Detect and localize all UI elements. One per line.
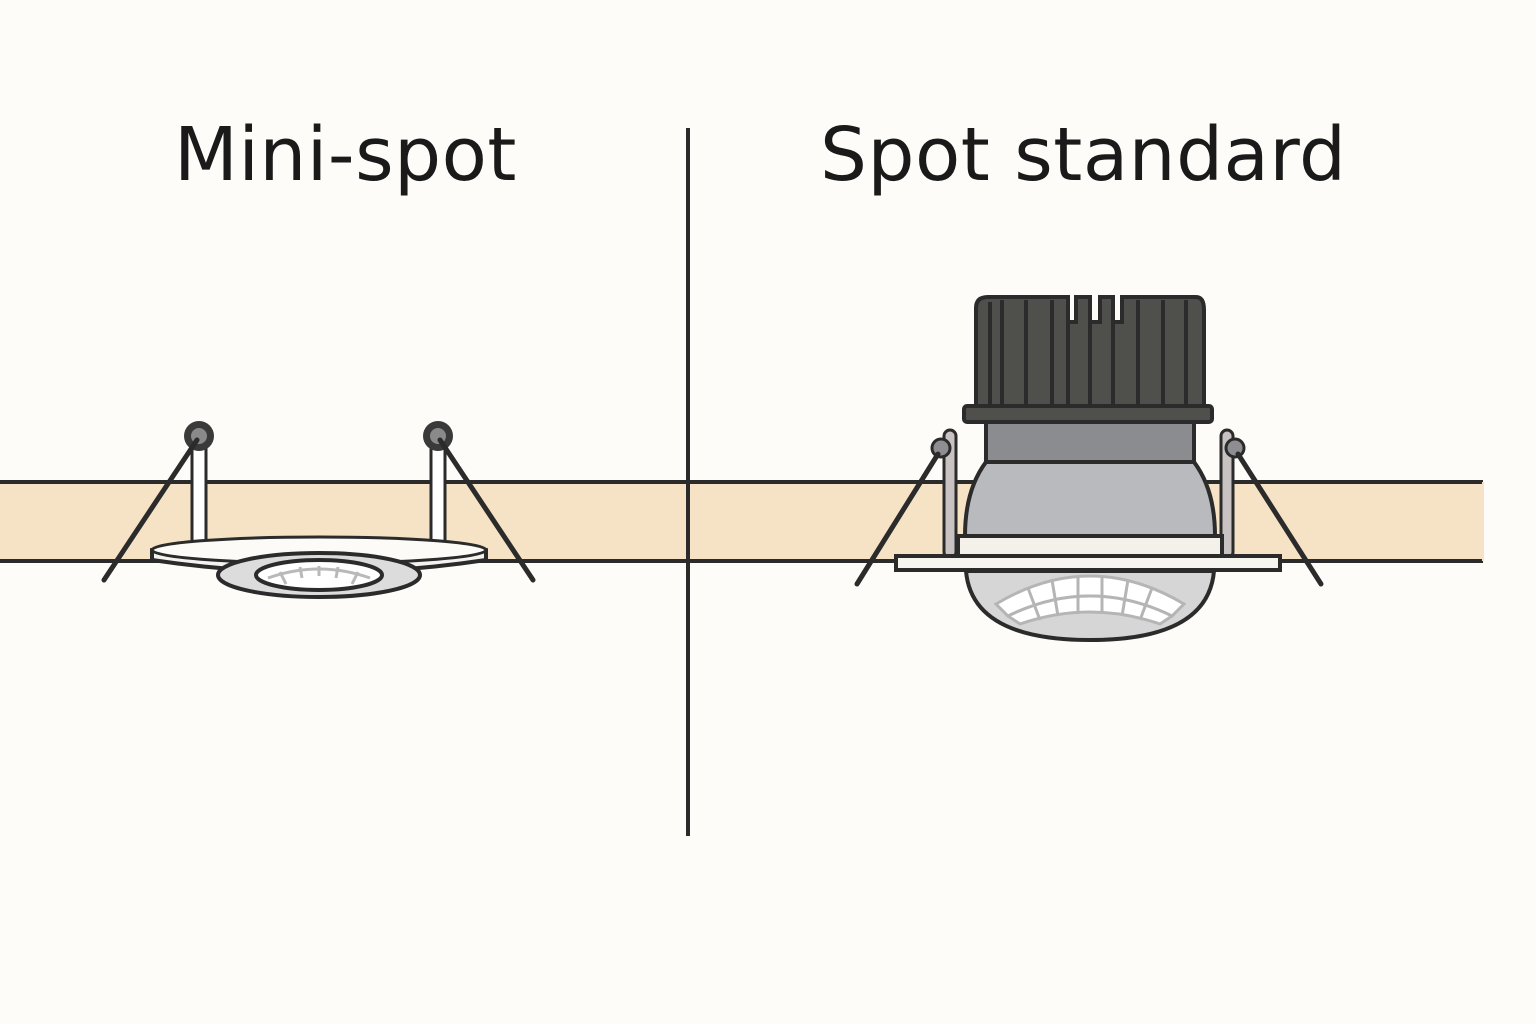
standard-right-spring-arm: [1235, 451, 1324, 587]
mini-right-spring-clip: [423, 421, 536, 583]
inner-trim: [956, 534, 1224, 558]
heatsink: [962, 295, 1214, 424]
mini-right-spring-arm: [437, 437, 536, 583]
standard-left-spring-arm: [854, 451, 941, 587]
standard-right-spring-clip: [1219, 428, 1324, 587]
heatsink-base: [962, 404, 1214, 424]
mini-left-clip-post: [190, 436, 208, 550]
mini-left-spring-clip: [101, 421, 214, 583]
mini-spot-fixture: [101, 421, 536, 599]
heatsink-fins: [988, 300, 1188, 408]
standard-spot-fixture: [854, 295, 1324, 643]
mini-spot-title: Mini-spot: [174, 112, 517, 198]
mini-left-spring-arm: [101, 437, 200, 583]
standard-spot-title: Spot standard: [820, 112, 1347, 198]
outer-trim-flange: [894, 554, 1282, 572]
mini-lens-grid: [267, 566, 371, 585]
housing-upper: [984, 420, 1196, 464]
mini-right-clip-post: [429, 436, 447, 550]
lens-grid: [993, 574, 1187, 626]
housing-body: [962, 460, 1218, 538]
